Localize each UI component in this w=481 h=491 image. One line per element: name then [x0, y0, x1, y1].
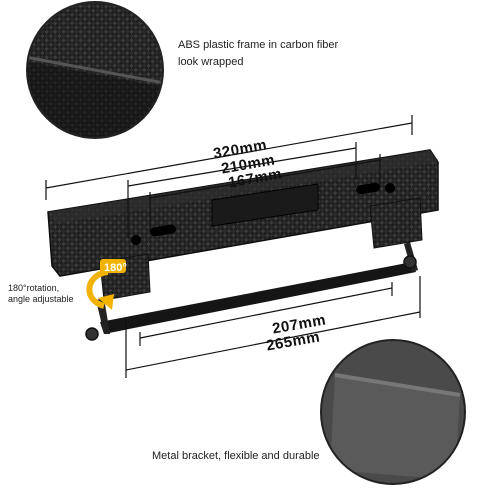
frame-caption-line-2: look wrapped [178, 56, 244, 68]
rotation-caption: 180°rotation, angle adjustable [8, 283, 98, 305]
frame-caption: ABS plastic frame in carbon fiber look w… [178, 37, 378, 71]
metal-bracket-zoom-circle [320, 339, 466, 485]
carbon-frame-zoom-circle [26, 1, 164, 139]
dimension-lines [45, 115, 421, 378]
bracket-caption: Metal bracket, flexible and durable [152, 450, 320, 462]
rotation-arrow-icon [86, 259, 126, 310]
rotation-caption-line-1: 180°rotation, [8, 283, 60, 293]
rotation-caption-line-2: angle adjustable [8, 294, 74, 304]
carbon-plate-frame [47, 149, 439, 301]
rotation-badge: 180° [104, 262, 127, 274]
frame-caption-line-1: ABS plastic frame in carbon fiber [178, 39, 339, 51]
